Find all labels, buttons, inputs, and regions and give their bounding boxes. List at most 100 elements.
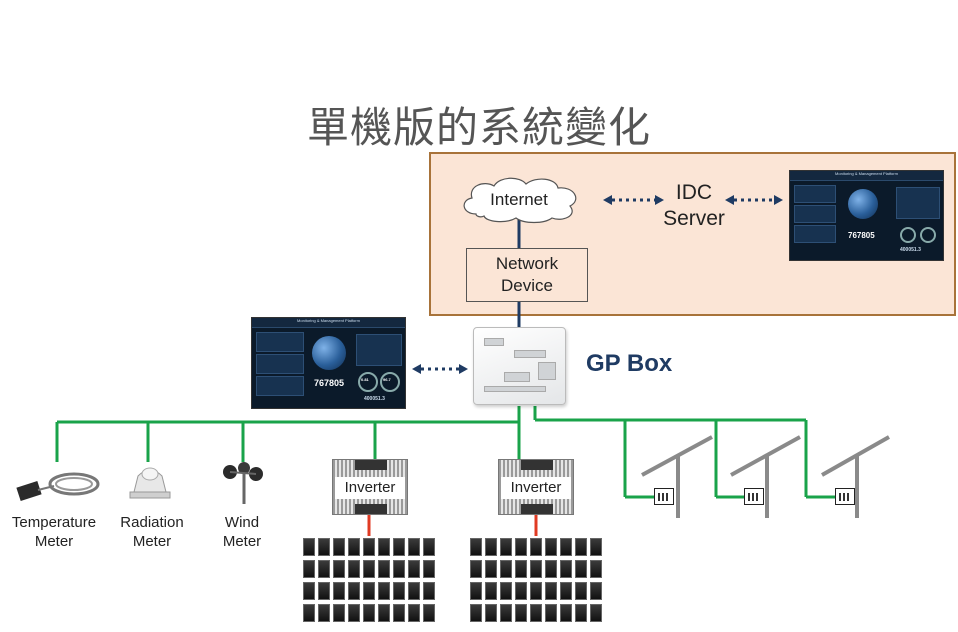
solar-panel-cell — [545, 582, 557, 600]
solar-panel-cell — [348, 604, 360, 622]
local-main-value: 767805 — [314, 378, 345, 388]
gp-box-port — [538, 362, 556, 380]
solar-panel-cell — [363, 582, 375, 600]
inverter-2: Inverter — [498, 459, 574, 515]
wind-meter-icon — [223, 462, 263, 504]
solar-array-1 — [303, 538, 435, 622]
network-device-line2: Device — [501, 276, 553, 295]
solar-panel-cell — [303, 604, 315, 622]
field-bus — [55, 406, 836, 499]
dashboard-panel — [794, 225, 836, 243]
arrow-left-3 — [412, 364, 421, 374]
solar-panel-cell — [408, 604, 420, 622]
solar-panel-cell — [333, 538, 345, 556]
arrow-left-1 — [603, 195, 612, 205]
solar-panel-cell — [470, 604, 482, 622]
solar-panel-cell — [575, 538, 587, 556]
solar-panel-cell — [363, 538, 375, 556]
network-device: Network Device — [466, 248, 588, 302]
solar-panel-cell — [318, 538, 330, 556]
arrow-right-1 — [655, 195, 664, 205]
network-device-line1: Network — [495, 254, 559, 273]
remote-dashboard-screenshot: Monitoring & Management Platform 767805 … — [789, 170, 944, 261]
pv-sensor-box-3 — [835, 488, 855, 505]
radiation-meter-label: Radiation Meter — [106, 513, 198, 551]
solar-panel-cell — [590, 538, 602, 556]
solar-panel-cell — [363, 604, 375, 622]
solar-panel-cell — [318, 604, 330, 622]
local-gauge-value-1: 0.81 — [361, 377, 369, 382]
solar-panel-cell — [378, 538, 390, 556]
solar-panel-cell — [423, 560, 435, 578]
solar-panel-cell — [500, 538, 512, 556]
solar-panel-cell — [560, 604, 572, 622]
gauge-icon — [920, 227, 936, 243]
solar-panel-cell — [363, 560, 375, 578]
inverter-2-label: Inverter — [501, 477, 571, 499]
dashboard-panel — [256, 376, 304, 396]
dashboard-chart-panel — [356, 334, 402, 366]
solar-panel-cell — [393, 538, 405, 556]
globe-icon — [848, 189, 878, 219]
solar-panel-cell — [423, 604, 435, 622]
idc-server-label: IDC Server — [646, 180, 742, 232]
remote-main-value: 767805 — [848, 231, 875, 240]
local-dashboard-screenshot: Monitoring & Management Platform 767805 … — [251, 317, 406, 409]
solar-panel-cell — [333, 560, 345, 578]
temperature-label-line1: Temperature — [11, 514, 97, 531]
solar-panel-cell — [423, 582, 435, 600]
temperature-label-line2: Meter — [34, 533, 74, 550]
gp-box-label-plate — [504, 372, 530, 382]
solar-panel-cell — [408, 538, 420, 556]
arrow-right-3 — [459, 364, 468, 374]
solar-panel-cell — [590, 582, 602, 600]
local-dashboard-header: Monitoring & Management Platform — [252, 318, 405, 328]
solar-panel-cell — [560, 560, 572, 578]
solar-panel-cell — [423, 538, 435, 556]
solar-array-2 — [470, 538, 602, 622]
radiation-label-line2: Meter — [132, 533, 172, 550]
solar-panel-cell — [318, 560, 330, 578]
solar-panel-cell — [393, 560, 405, 578]
pv-mast-group — [641, 435, 890, 518]
solar-panel-cell — [348, 538, 360, 556]
solar-panel-cell — [408, 582, 420, 600]
solar-panel-cell — [333, 582, 345, 600]
solar-panel-cell — [575, 560, 587, 578]
arrow-right-2 — [774, 195, 783, 205]
internet-cloud — [463, 177, 577, 224]
inverter-1-label: Inverter — [335, 477, 405, 499]
solar-panel-cell — [500, 560, 512, 578]
solar-panel-cell — [590, 604, 602, 622]
wind-label-line2: Meter — [222, 533, 262, 550]
gp-box-port — [484, 338, 504, 346]
solar-panel-cell — [408, 560, 420, 578]
solar-panel-cell — [348, 582, 360, 600]
remote-footer-value: 400051.3 — [900, 247, 921, 253]
solar-panel-cell — [500, 604, 512, 622]
solar-panel-cell — [560, 538, 572, 556]
solar-panel-cell — [485, 604, 497, 622]
solar-panel-cell — [303, 582, 315, 600]
solar-panel-cell — [590, 560, 602, 578]
solar-panel-cell — [515, 582, 527, 600]
local-footer-value: 400051.3 — [364, 396, 385, 402]
solar-panel-cell — [393, 604, 405, 622]
solar-panel-cell — [545, 604, 557, 622]
arrow-left-2 — [725, 195, 734, 205]
solar-panel-cell — [545, 560, 557, 578]
solar-panel-cell — [333, 604, 345, 622]
solar-panel-cell — [575, 582, 587, 600]
dashboard-panel — [794, 185, 836, 203]
solar-panel-cell — [485, 560, 497, 578]
solar-panel-cell — [485, 538, 497, 556]
pv-sensor-box-2 — [744, 488, 764, 505]
gp-box-label: GP Box — [586, 350, 673, 377]
solar-panel-cell — [303, 560, 315, 578]
solar-panel-cell — [530, 560, 542, 578]
solar-panel-cell — [303, 538, 315, 556]
solar-panel-cell — [530, 604, 542, 622]
solar-panel-cell — [530, 538, 542, 556]
gp-box-vent — [484, 386, 546, 392]
